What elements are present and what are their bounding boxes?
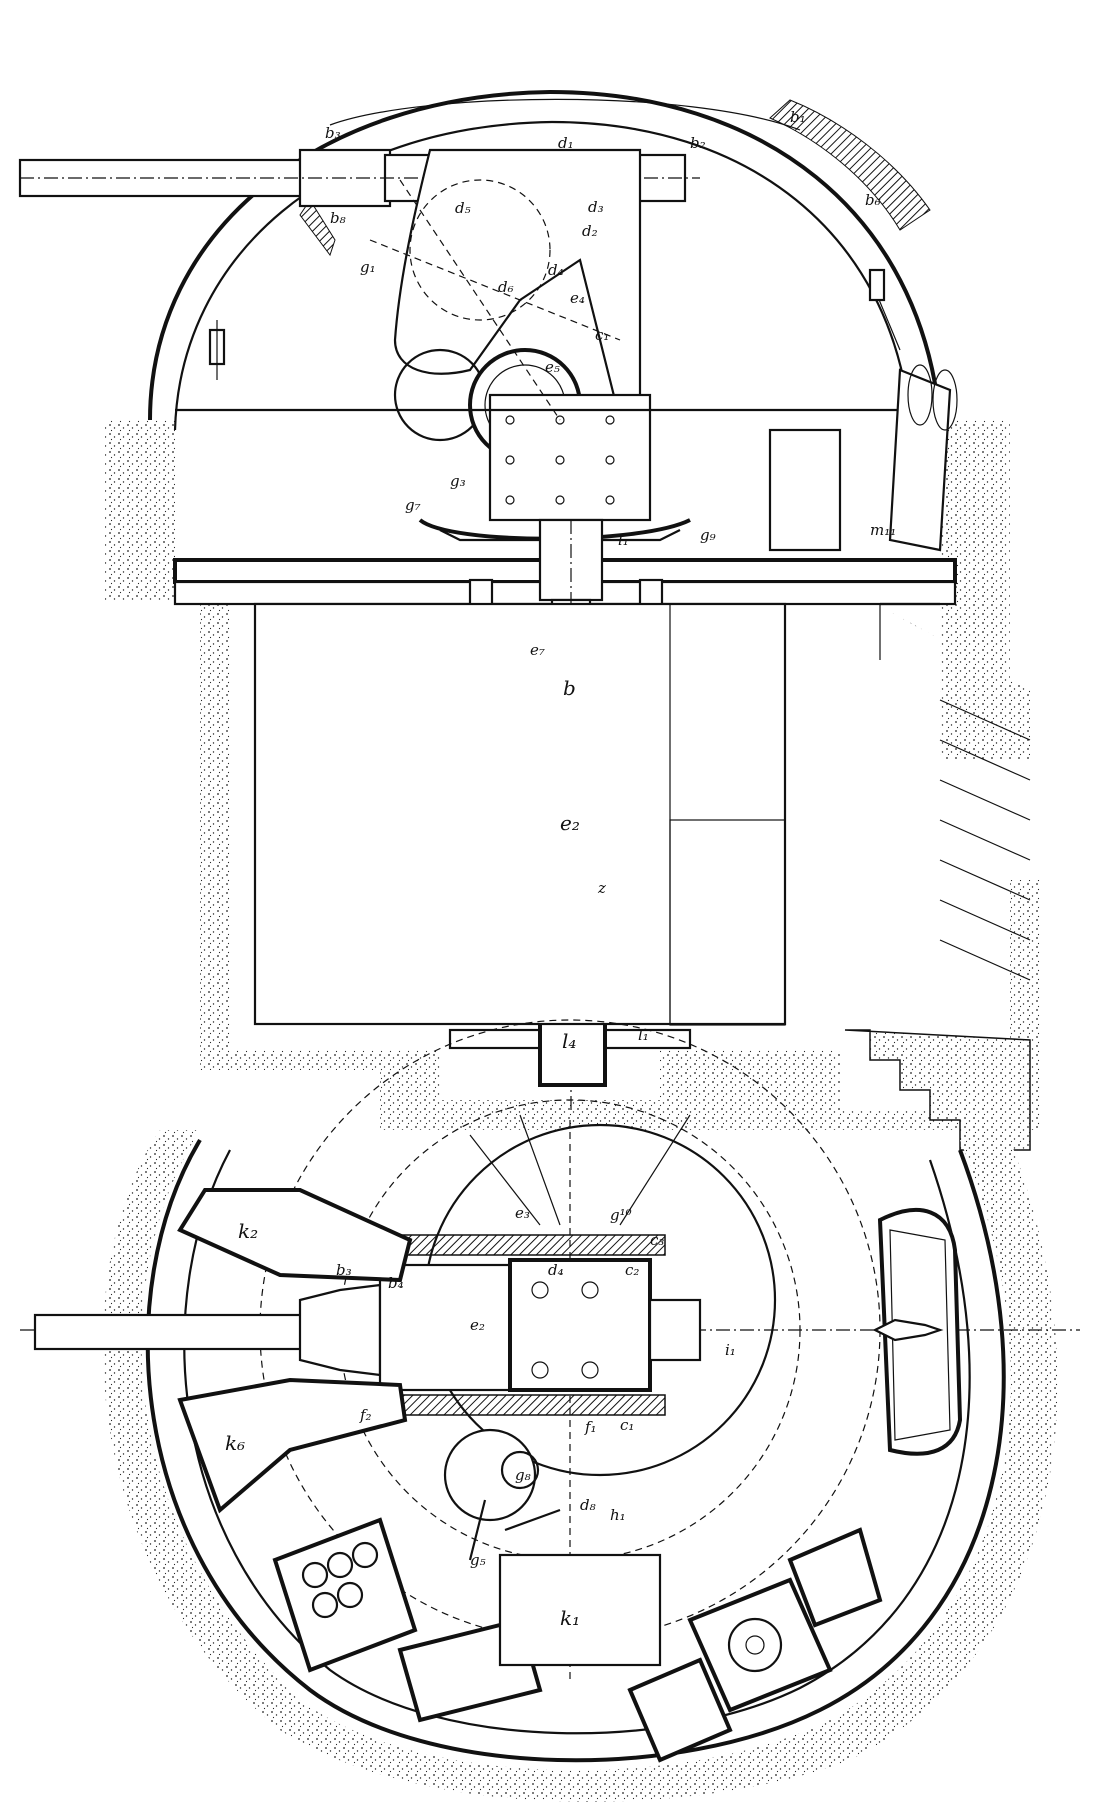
label-c1-plan: c₁: [620, 1416, 634, 1434]
label-e3: e₃: [515, 1204, 530, 1222]
gun-barrel-plan: [33, 1234, 702, 1416]
right-shield: [872, 1208, 963, 1456]
turret-dome: [148, 89, 942, 431]
label-g9: g₉: [700, 526, 716, 544]
label-b6: b₆: [865, 191, 881, 209]
label-d6: d₆: [498, 278, 514, 296]
label-d4-plan: d₄: [548, 1261, 564, 1279]
label-e2-plan: e₂: [470, 1316, 485, 1334]
label-d1: d₁: [558, 134, 574, 152]
label-z: z: [597, 879, 606, 897]
ammo-box-k6: [177, 1377, 408, 1514]
label-k1: k₁: [560, 1606, 580, 1630]
label-b: b: [563, 676, 576, 700]
label-m11: m₁₁: [870, 521, 896, 539]
ammo-box-k2: [177, 1188, 413, 1283]
wall-lamp-left: [208, 320, 226, 380]
label-c1: c₁: [595, 326, 609, 344]
label-d5: d₅: [455, 199, 471, 217]
label-d2: d₂: [582, 222, 598, 240]
label-g7: g₇: [405, 496, 421, 514]
staircase-right: [844, 1029, 1031, 1151]
label-e5: e₅: [545, 358, 560, 376]
label-g10: g¹⁰: [610, 1206, 632, 1224]
label-b3-plan: b₃: [336, 1261, 352, 1279]
shell-boxes-bottom: [272, 1517, 883, 1763]
lower-chamber: [253, 602, 1031, 1151]
gun-carriage: [369, 148, 652, 522]
label-d4: d₄: [548, 261, 564, 279]
bolt-holes: [505, 415, 615, 505]
side-slats: [939, 699, 1031, 981]
label-e4: e₄: [570, 289, 585, 307]
label-c3: c₃: [650, 1231, 664, 1249]
label-b4: b₄: [388, 1274, 404, 1292]
label-l1-lower: l₁: [638, 1026, 649, 1044]
shell-rack: [768, 268, 958, 552]
label-g8: g₈: [515, 1466, 531, 1484]
label-e7: e₇: [530, 641, 545, 659]
label-l1: l₁: [618, 531, 629, 549]
label-g2: g₁: [360, 258, 376, 276]
label-d3: d₃: [588, 198, 604, 216]
label-i1: i₁: [725, 1341, 736, 1359]
label-c2: c₂: [625, 1261, 639, 1279]
plan-outer-wall: [145, 1138, 1006, 1763]
label-e2-upper: e₂: [560, 811, 580, 835]
label-l4: l₄: [562, 1029, 576, 1053]
label-d8: d₈: [580, 1496, 596, 1514]
label-g3: g₃: [450, 472, 466, 490]
label-h1: h₁: [610, 1506, 626, 1524]
label-k6: k₆: [225, 1431, 245, 1455]
label-b8: b₈: [330, 209, 346, 227]
elevation-view: [18, 89, 1040, 1151]
elevating-gear-plan: [443, 1428, 561, 1561]
diagram-labels: b₁ b₂ b₃ b₈ b₆ d₁ d₂ d₃ d₄ d₅ d₆ c₁ e₄ e…: [225, 108, 896, 1630]
label-g5: g₅: [470, 1551, 486, 1569]
plan-view: [20, 1019, 1080, 1802]
label-k2: k₂: [238, 1219, 258, 1243]
label-f1: f₁: [584, 1418, 597, 1436]
label-b2: b₂: [690, 134, 706, 152]
label-b3: b₃: [325, 124, 341, 142]
label-f2: f₂: [359, 1406, 372, 1424]
earth-fill: [105, 420, 1040, 1130]
label-b1: b₁: [790, 108, 806, 126]
box-k1: [498, 1553, 662, 1667]
